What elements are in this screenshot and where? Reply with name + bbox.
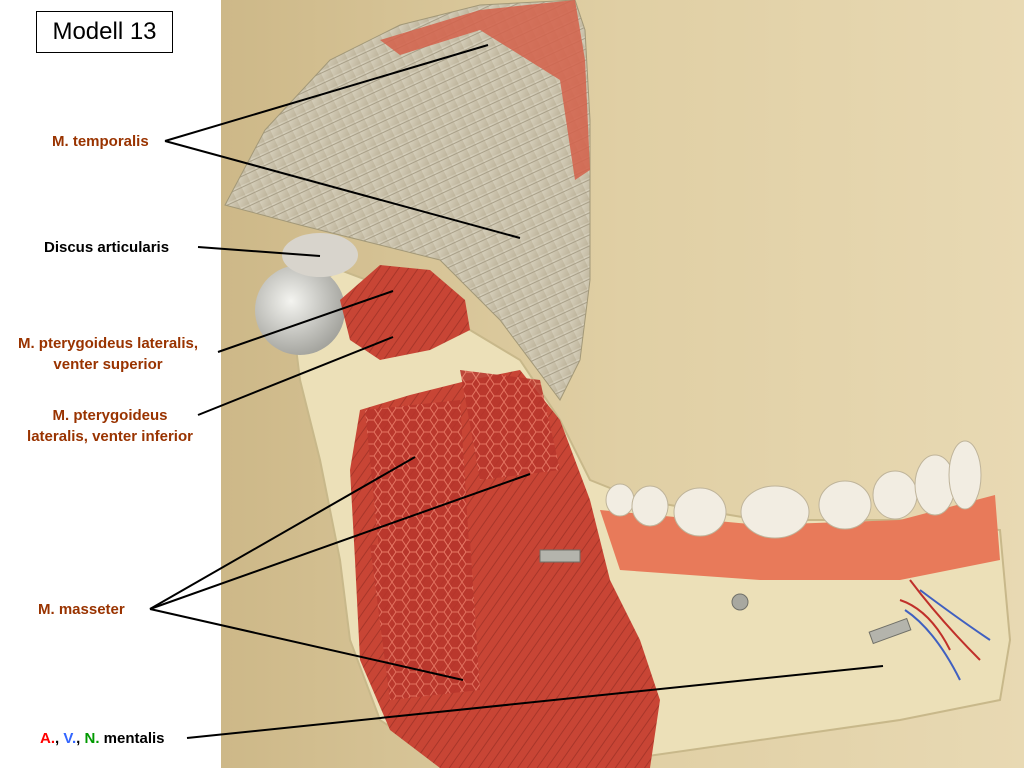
label-pterygoideus-superior: M. pterygoideus lateralis, venter superi… bbox=[4, 333, 212, 375]
label-mentalis-artery: A. bbox=[40, 730, 55, 747]
label-mentalis-vein: V. bbox=[63, 730, 77, 747]
label-mentalis: A., V., N. mentalis bbox=[40, 728, 165, 749]
label-mentalis-sep1: , bbox=[55, 730, 64, 747]
slide-title: Modell 13 bbox=[36, 11, 173, 53]
label-pterygoideus-superior-line1: M. pterygoideus lateralis, bbox=[17, 335, 199, 352]
label-pterygoideus-inferior-line1: M. pterygoideus bbox=[52, 407, 168, 424]
label-pterygoideus-inferior-line2: lateralis, venter inferior bbox=[27, 428, 193, 445]
label-temporalis: M. temporalis bbox=[52, 133, 149, 150]
label-mentalis-nerve: N. bbox=[84, 730, 100, 747]
label-pterygoideus-inferior: M. pterygoideus lateralis, venter inferi… bbox=[10, 405, 210, 447]
label-mentalis-sep2: , bbox=[76, 730, 85, 747]
label-discus-articularis: Discus articularis bbox=[44, 239, 170, 256]
label-mentalis-text: mentalis bbox=[99, 730, 165, 747]
label-masseter: M. masseter bbox=[38, 601, 125, 618]
label-pterygoideus-superior-line2: venter superior bbox=[53, 356, 163, 373]
